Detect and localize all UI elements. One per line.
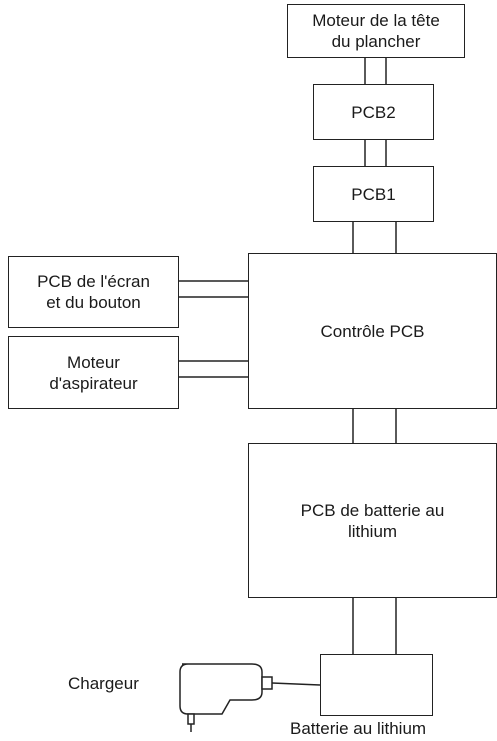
pcb1-box: PCB1 <box>313 166 434 222</box>
control-pcb-label: Contrôle PCB <box>320 321 425 341</box>
battery-label: Batterie au lithium <box>290 719 427 738</box>
floor-head-motor-line2: du plancher <box>331 32 421 51</box>
battery-pcb-line2: lithium <box>347 521 398 541</box>
battery-pcb-box: PCB de batterie au lithium <box>248 443 497 598</box>
screen-pcb-line2: et du bouton <box>46 293 141 312</box>
screen-button-pcb-box: PCB de l'écran et du bouton <box>8 256 179 328</box>
vacuum-motor-line2: d'aspirateur <box>49 373 138 393</box>
vacuum-motor-box: Moteur d'aspirateur <box>8 336 179 409</box>
screen-pcb-line1: PCB de l'écran <box>37 272 150 291</box>
charger-cable <box>271 682 321 686</box>
floor-head-motor-line1: Moteur de la tête <box>312 11 440 30</box>
lithium-battery-box <box>320 654 433 716</box>
floor-head-motor-box: Moteur de la tête du plancher <box>287 4 465 58</box>
pcb2-label: PCB2 <box>351 102 396 122</box>
charger-icon <box>179 663 273 732</box>
pcb1-label: PCB1 <box>351 184 396 204</box>
battery-pcb-line1: PCB de batterie au <box>300 500 445 520</box>
charger-label: Chargeur <box>68 674 139 693</box>
control-pcb-box: Contrôle PCB <box>248 253 497 409</box>
vacuum-motor-line1: Moteur <box>67 352 120 372</box>
pcb2-box: PCB2 <box>313 84 434 140</box>
